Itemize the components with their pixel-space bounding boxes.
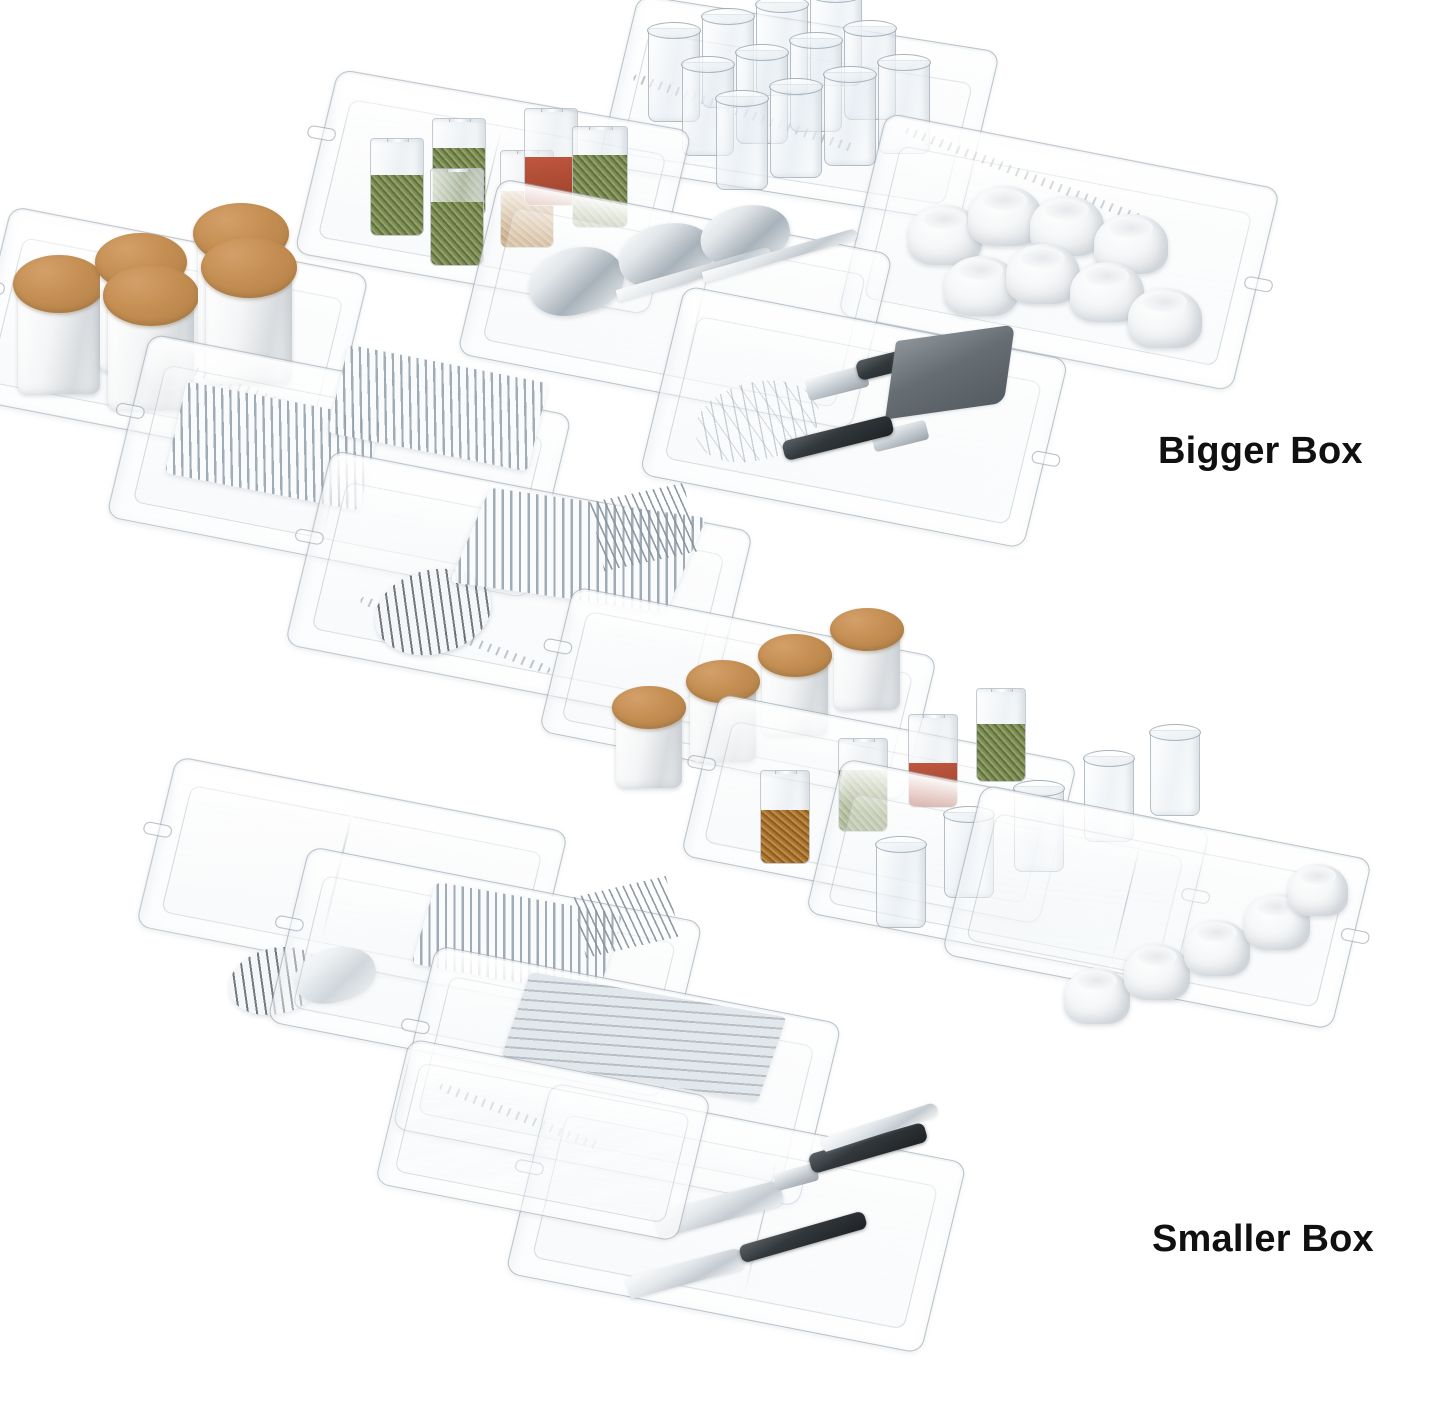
bigger-box-label: Bigger Box (1158, 430, 1363, 472)
tray-handle (306, 124, 338, 142)
smaller-box-label: Smaller Box (1152, 1218, 1374, 1260)
bottle-contents-herb (431, 201, 483, 265)
bottle-neck (446, 169, 470, 172)
shot-glass (715, 90, 769, 190)
tray-handle (1030, 449, 1062, 468)
shot-glass (769, 78, 823, 178)
tray-handle (0, 278, 7, 297)
bottle-neck (386, 139, 410, 142)
bottle-neck (589, 127, 613, 130)
bottle-contents-herb (977, 723, 1025, 781)
canister-jar (13, 254, 105, 394)
ramekin (1288, 864, 1348, 916)
canister-jar (830, 608, 904, 710)
ramekin (1006, 244, 1080, 304)
ramekin (1124, 944, 1190, 1000)
shot-glass (875, 836, 927, 928)
spice-bottle (430, 168, 484, 266)
bottle-neck (775, 771, 797, 774)
canister-jar (612, 686, 686, 788)
cork-lid (102, 265, 200, 326)
tray-handle (1339, 927, 1371, 945)
ramekin (1128, 288, 1202, 348)
spice-bottle (760, 770, 810, 864)
tray-handle (686, 754, 718, 772)
bottle-neck (448, 119, 472, 122)
shot-glass (1149, 724, 1201, 816)
bottle-neck (853, 739, 875, 742)
spice-bottle (370, 138, 424, 236)
ramekin (1184, 920, 1250, 976)
cork-lid (758, 634, 832, 677)
ramekin (968, 186, 1042, 246)
cork-lid (200, 236, 298, 299)
tray-handle (1243, 275, 1275, 294)
bottle-contents-herb (371, 175, 423, 235)
shot-glass (823, 66, 877, 166)
bottle-neck (991, 689, 1013, 692)
cork-lid (13, 254, 105, 313)
cork-lid (612, 686, 686, 729)
bottle-neck (923, 715, 945, 718)
ramekin (944, 256, 1018, 316)
spice-bottle (976, 688, 1026, 782)
ramekin (1064, 968, 1130, 1024)
cork-lid (686, 660, 760, 703)
bottle-contents-seed (761, 809, 809, 863)
bottle-neck (540, 109, 564, 112)
tray-handle (142, 820, 174, 839)
cork-lid (830, 608, 904, 651)
